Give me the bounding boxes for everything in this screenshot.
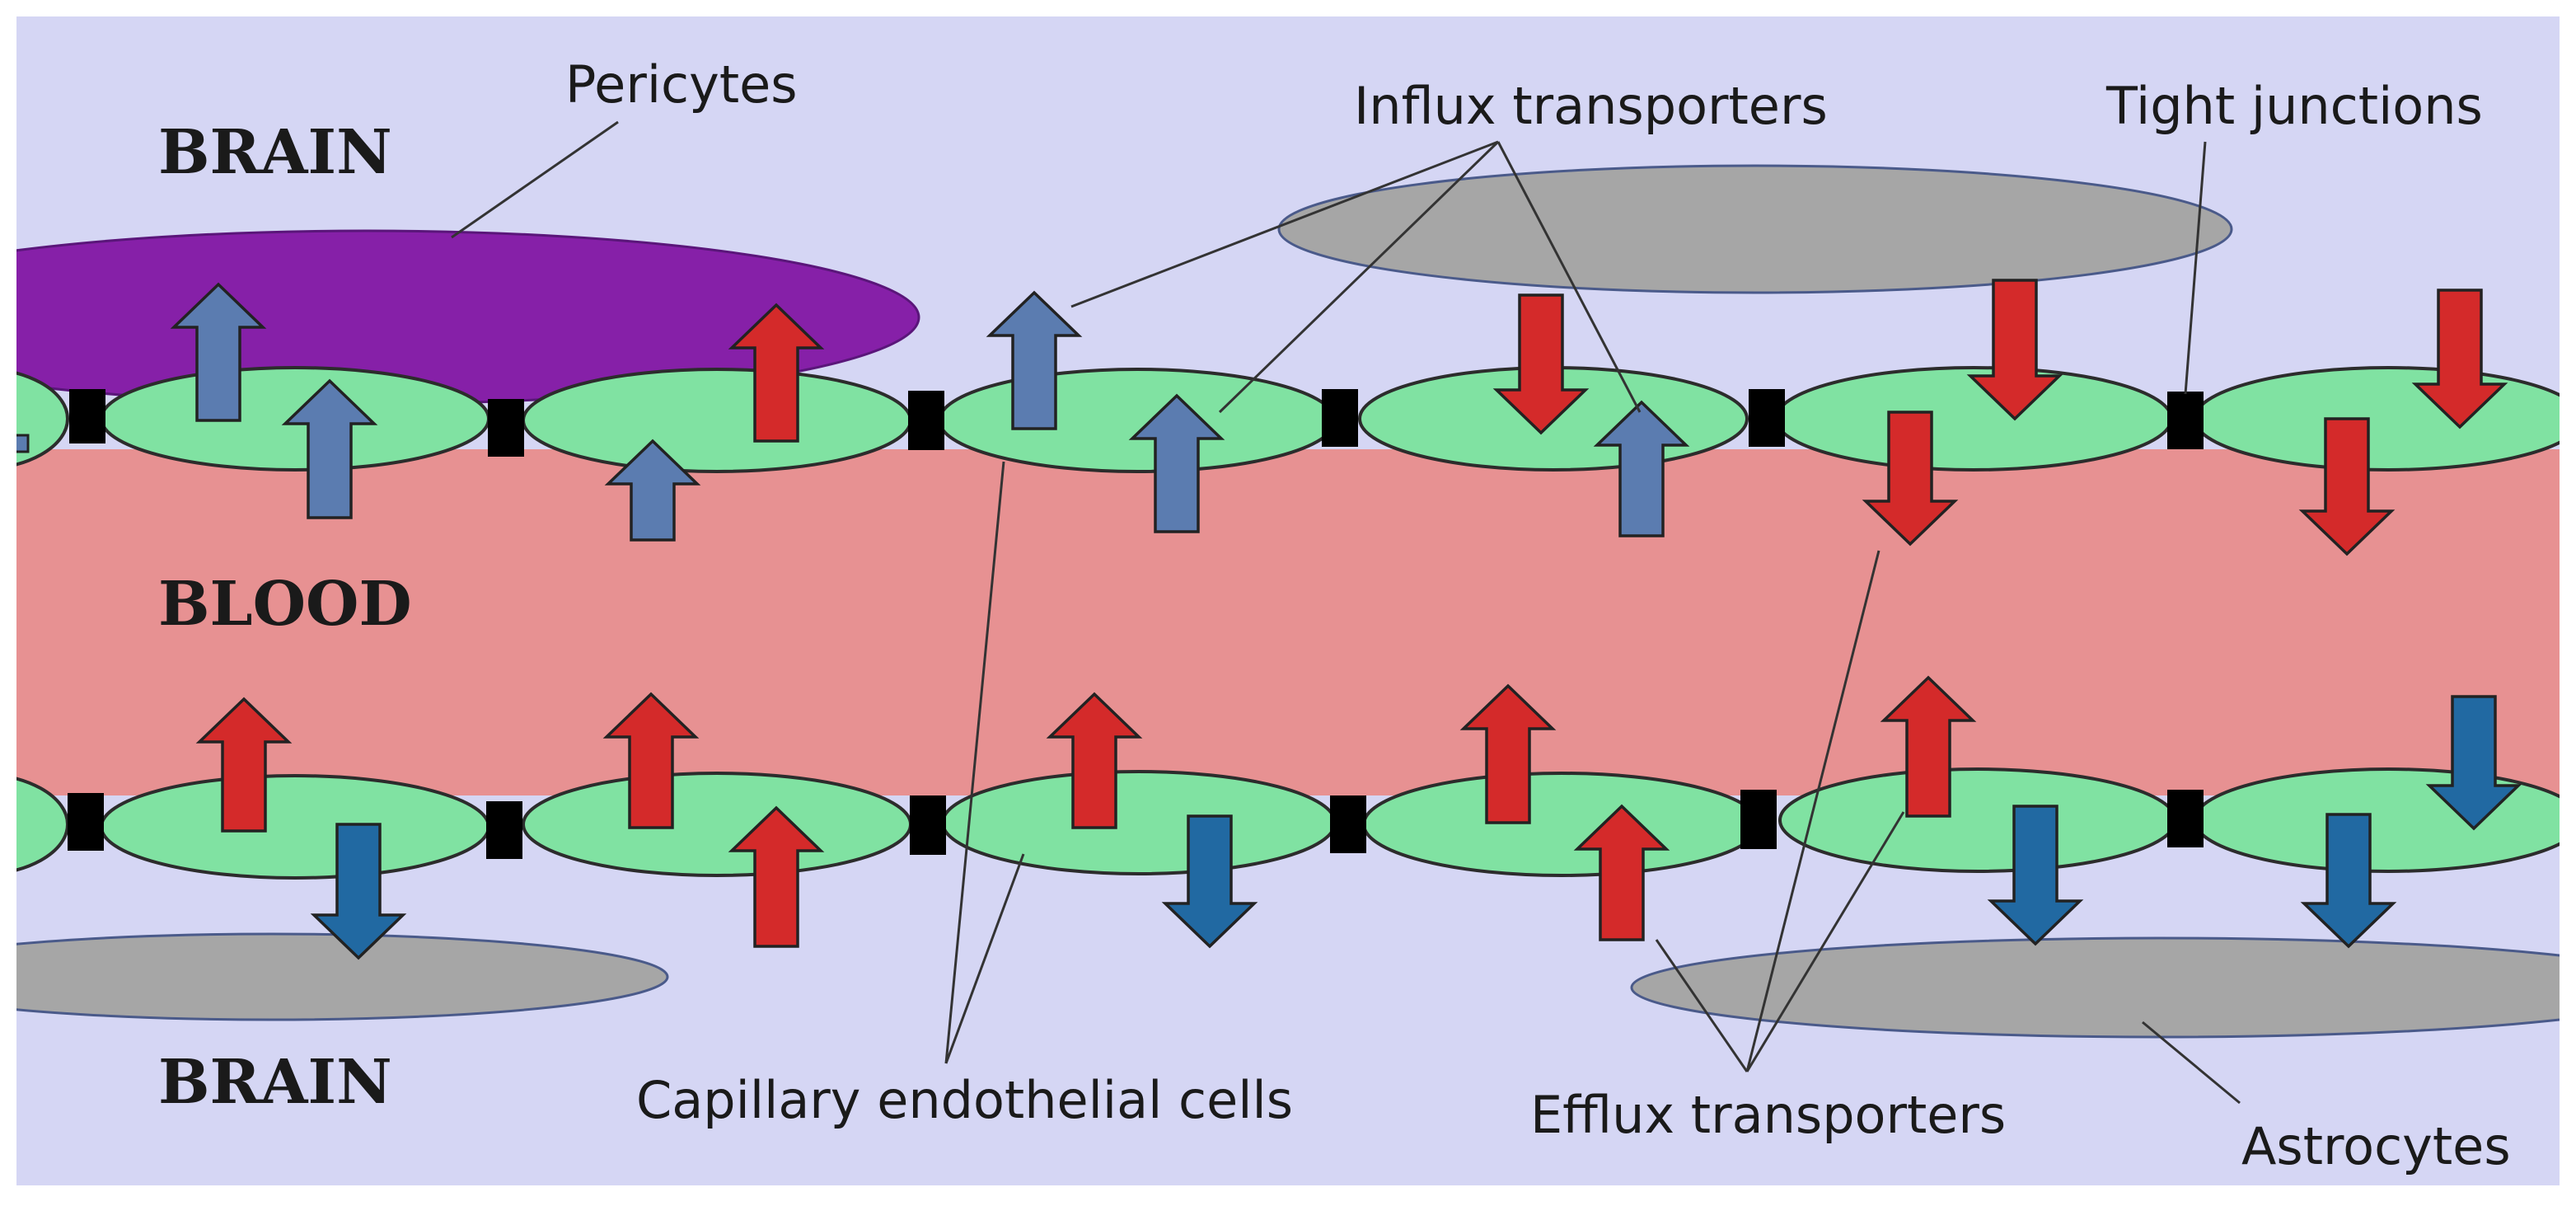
tight-junction bbox=[908, 391, 944, 450]
influx-transporter-arrow bbox=[1128, 393, 1225, 533]
tight-junction bbox=[2167, 392, 2204, 449]
efflux-to-blood-arrow bbox=[1573, 804, 1670, 941]
tight-junction bbox=[1749, 389, 1785, 447]
influx-leader-3 bbox=[1496, 141, 1642, 413]
endothelial-cell bbox=[522, 368, 912, 473]
efflux-to-blood-arrow bbox=[602, 692, 700, 829]
capillary-leader-2 bbox=[944, 853, 1025, 1064]
pericytes-leader bbox=[451, 120, 619, 239]
efflux-to-blood-arrow bbox=[1966, 279, 2063, 421]
influx-transporter-arrow bbox=[986, 290, 1083, 430]
influx-leader-2 bbox=[1218, 140, 1500, 414]
tight-junction bbox=[68, 793, 104, 851]
endothelial-cell bbox=[522, 772, 912, 877]
tight-junction bbox=[1322, 389, 1358, 447]
influx-transporter-arrow bbox=[1593, 400, 1690, 537]
region-brain-top: BRAIN bbox=[158, 117, 392, 188]
influx-transporter-arrow bbox=[604, 439, 701, 542]
endothelial-cell bbox=[938, 368, 1337, 473]
efflux-to-brain-arrow bbox=[2425, 695, 2522, 831]
efflux-to-blood-arrow bbox=[1492, 293, 1590, 435]
label-influx-transporters: Influx transporters bbox=[1354, 76, 1828, 136]
efflux-to-blood-arrow bbox=[1862, 411, 1959, 547]
efflux-leader-3 bbox=[1745, 550, 1880, 1072]
efflux-to-blood-arrow bbox=[195, 697, 293, 833]
region-brain-bottom: BRAIN bbox=[158, 1047, 392, 1118]
blood-lumen bbox=[16, 449, 2560, 795]
tight-junction bbox=[2167, 790, 2204, 847]
tight-junction bbox=[1330, 795, 1366, 853]
transporter-arrows bbox=[170, 279, 2522, 960]
label-pericytes: Pericytes bbox=[565, 54, 798, 115]
efflux-to-blood-arrow bbox=[1046, 692, 1143, 829]
endothelial-cell bbox=[1362, 772, 1761, 877]
efflux-to-brain-arrow bbox=[310, 823, 407, 960]
tight-junction bbox=[486, 801, 522, 859]
efflux-to-blood-arrow bbox=[1459, 683, 1557, 824]
efflux-to-brain-arrow bbox=[1161, 814, 1258, 949]
tight-junctions bbox=[68, 389, 2204, 859]
tight-junction bbox=[910, 795, 946, 855]
influx-transporter-arrow bbox=[170, 282, 267, 422]
endothelial-cell bbox=[1774, 366, 2173, 472]
astrocyte-bottom-right bbox=[1630, 936, 2560, 1039]
label-astrocytes: Astrocytes bbox=[2241, 1116, 2511, 1176]
efflux-to-blood-arrow bbox=[728, 805, 825, 948]
label-capillary-endothelial-cells: Capillary endothelial cells bbox=[636, 1070, 1293, 1130]
label-tight-junctions: Tight junctions bbox=[2105, 76, 2483, 136]
region-blood: BLOOD bbox=[158, 569, 412, 640]
efflux-leader-2 bbox=[1745, 811, 1905, 1072]
efflux-to-brain-arrow bbox=[1987, 805, 2084, 946]
astrocyte-top bbox=[1277, 164, 2233, 294]
capillary-leader-1 bbox=[944, 461, 1005, 1064]
endothelial-row-bottom bbox=[16, 767, 2560, 880]
endothelial-cell bbox=[941, 770, 1337, 875]
endothelial-cell bbox=[1778, 767, 2177, 873]
astrocyte-bottom-left bbox=[16, 932, 669, 1021]
efflux-to-blood-arrow bbox=[728, 303, 825, 443]
efflux-to-blood-arrow bbox=[1880, 675, 1977, 818]
tight-junctions-leader bbox=[2184, 141, 2207, 395]
efflux-to-blood-arrow bbox=[2298, 417, 2396, 556]
efflux-to-brain-arrow bbox=[2300, 813, 2397, 949]
leader-lines bbox=[451, 120, 2241, 1105]
astrocytes-leader bbox=[2142, 1021, 2241, 1105]
efflux-leader-1 bbox=[1655, 939, 1749, 1072]
endothelial-cell bbox=[100, 774, 490, 880]
endothelial-cell bbox=[2193, 366, 2560, 472]
tight-junction bbox=[488, 399, 524, 457]
tight-junction bbox=[1740, 790, 1777, 849]
influx-transporter-arrow bbox=[281, 378, 378, 519]
tight-junction bbox=[69, 389, 105, 443]
edge-arrow-fragment bbox=[16, 434, 30, 453]
influx-leader-1 bbox=[1070, 140, 1499, 308]
efflux-to-blood-arrow bbox=[2411, 289, 2508, 429]
label-efflux-transporters: Efflux transporters bbox=[1530, 1085, 2006, 1145]
